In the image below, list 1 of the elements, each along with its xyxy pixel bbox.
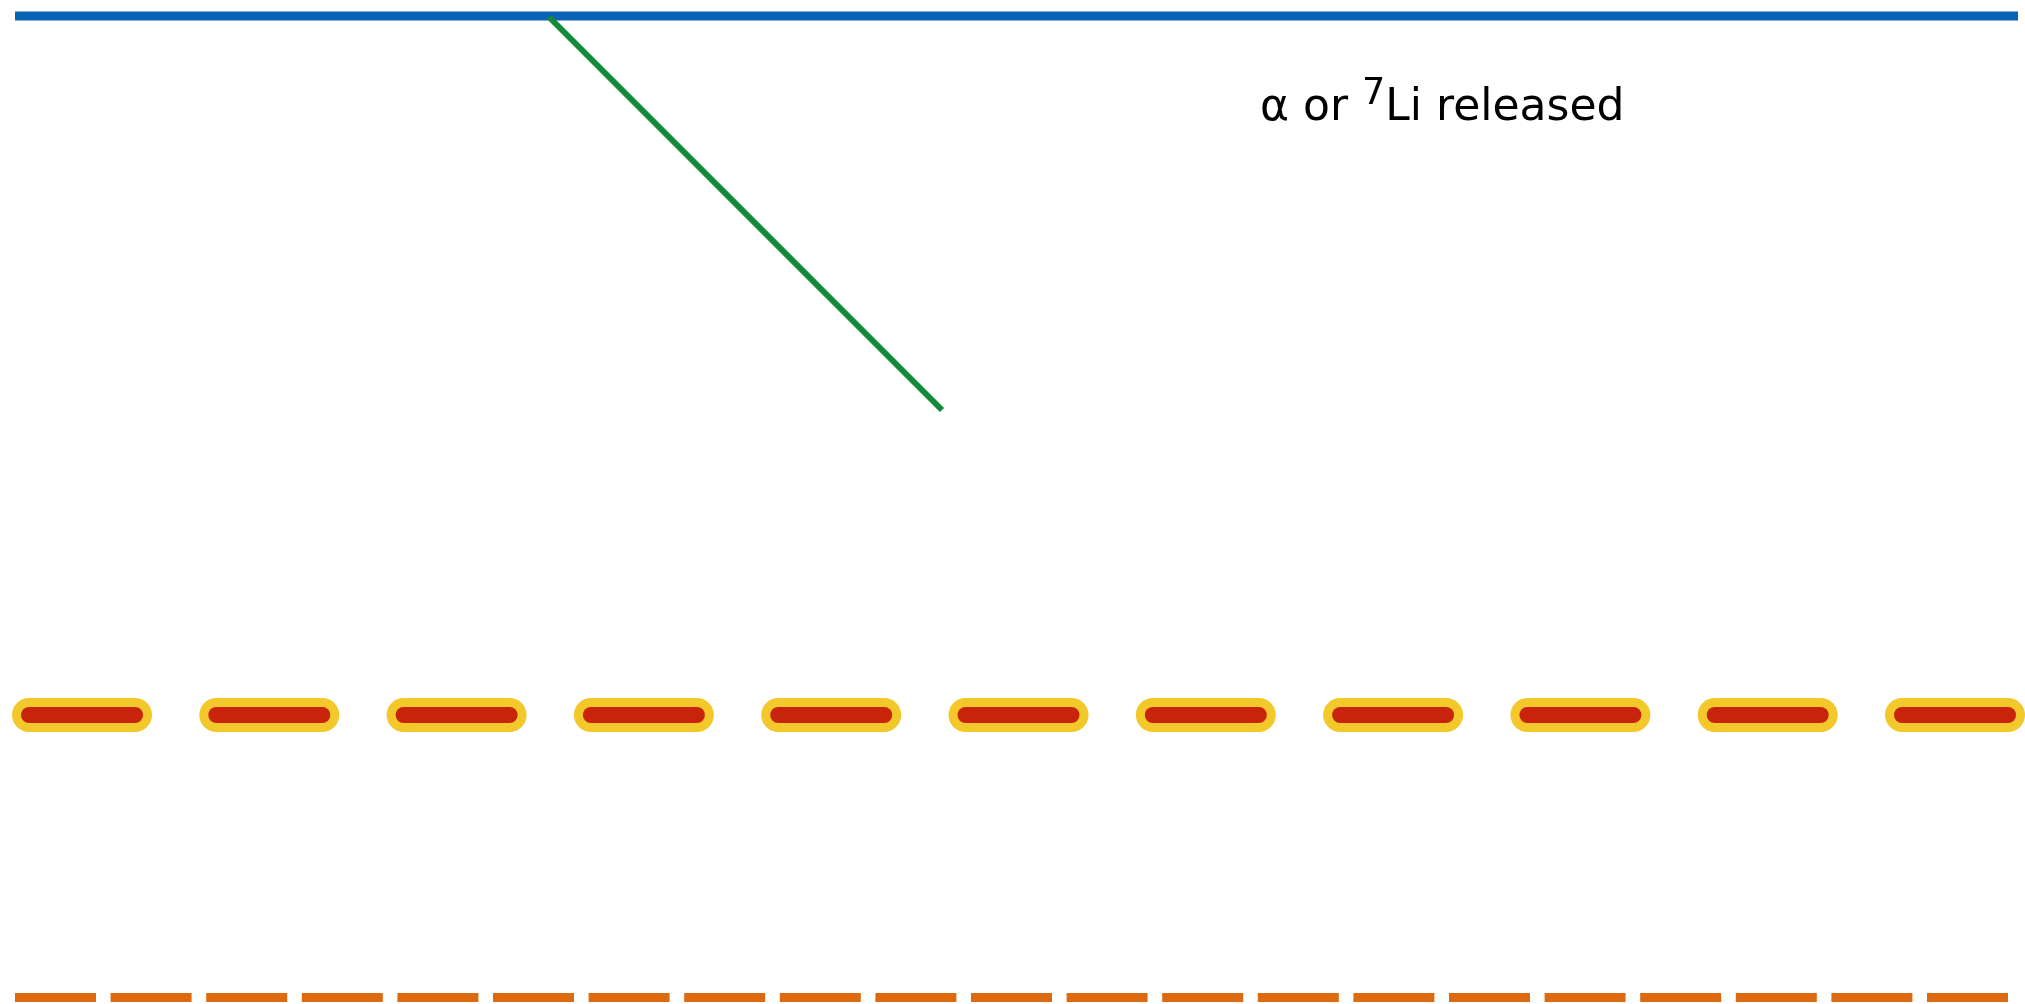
annotation-text: α or $^{7}$Li released (1260, 70, 1625, 130)
